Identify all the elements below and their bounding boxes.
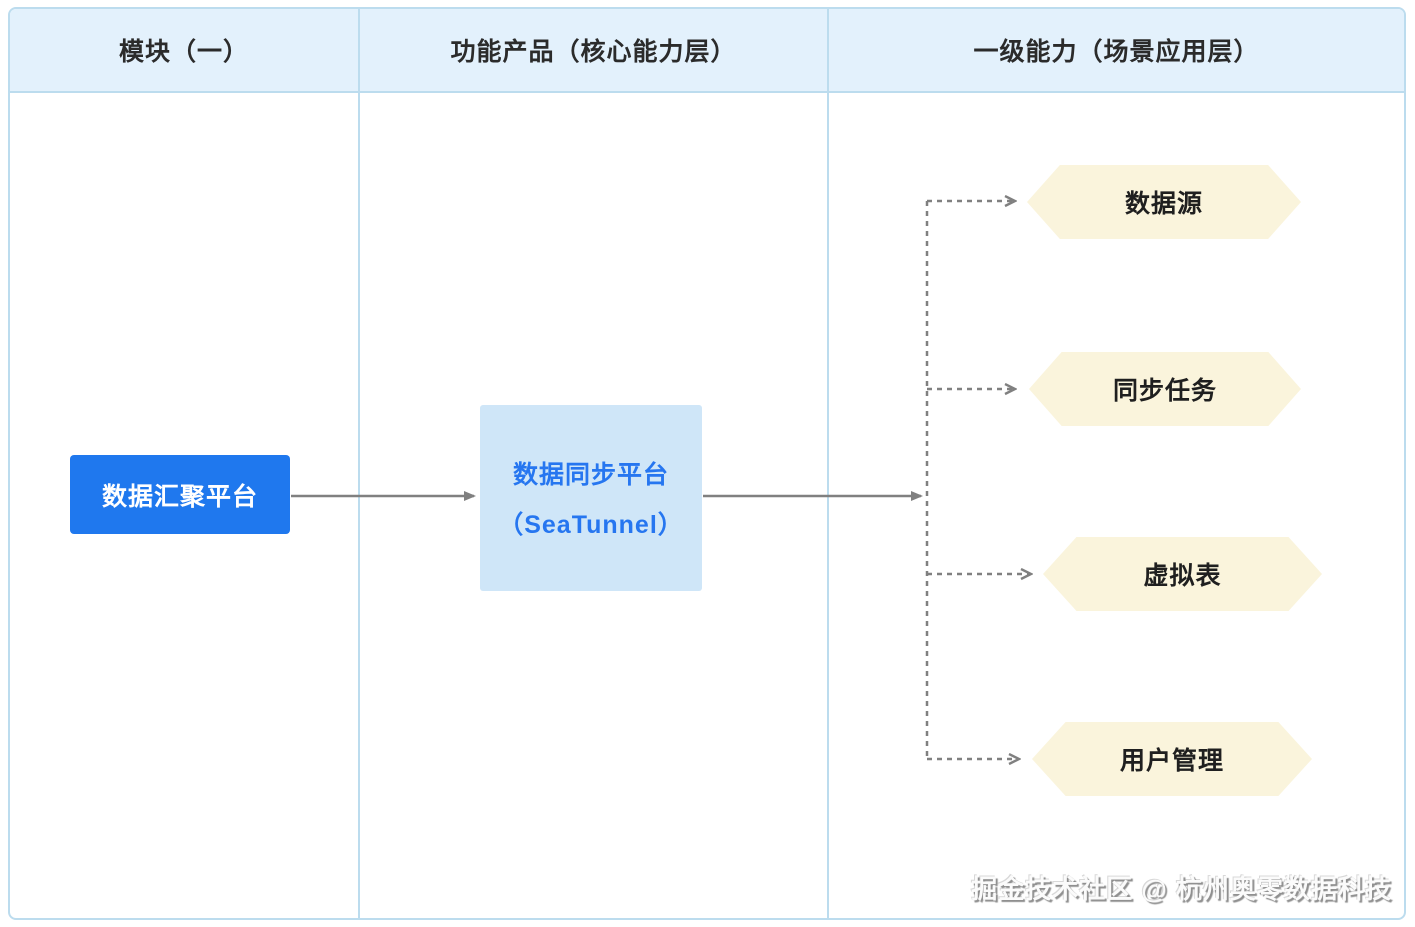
node-capability-user-management: 用户管理 — [1032, 722, 1312, 796]
node-capability-data-source: 数据源 — [1027, 165, 1301, 239]
node-data-aggregation-platform: 数据汇聚平台 — [70, 455, 290, 534]
column-product: 功能产品（核心能力层） — [358, 9, 827, 918]
swimlane-columns: 模块（一） 功能产品（核心能力层） 一级能力（场景应用层） — [10, 9, 1404, 918]
node-capability-virtual-table: 虚拟表 — [1043, 537, 1322, 611]
column-header-capability: 一级能力（场景应用层） — [829, 9, 1404, 93]
node-data-sync-platform-title: 数据同步平台 — [512, 461, 669, 489]
column-capability: 一级能力（场景应用层） — [827, 9, 1404, 918]
node-data-sync-platform: 数据同步平台 （SeaTunnel） — [480, 405, 702, 591]
node-data-sync-platform-subtitle: （SeaTunnel） — [498, 511, 684, 539]
node-capability-sync-task: 同步任务 — [1029, 352, 1301, 426]
diagram-frame: 模块（一） 功能产品（核心能力层） 一级能力（场景应用层） — [8, 7, 1406, 920]
column-header-product: 功能产品（核心能力层） — [360, 9, 827, 93]
column-module: 模块（一） — [10, 9, 358, 918]
column-header-module: 模块（一） — [10, 9, 358, 93]
watermark-text: 掘金技术社区 @ 杭州奥零数据科技 — [971, 874, 1392, 904]
